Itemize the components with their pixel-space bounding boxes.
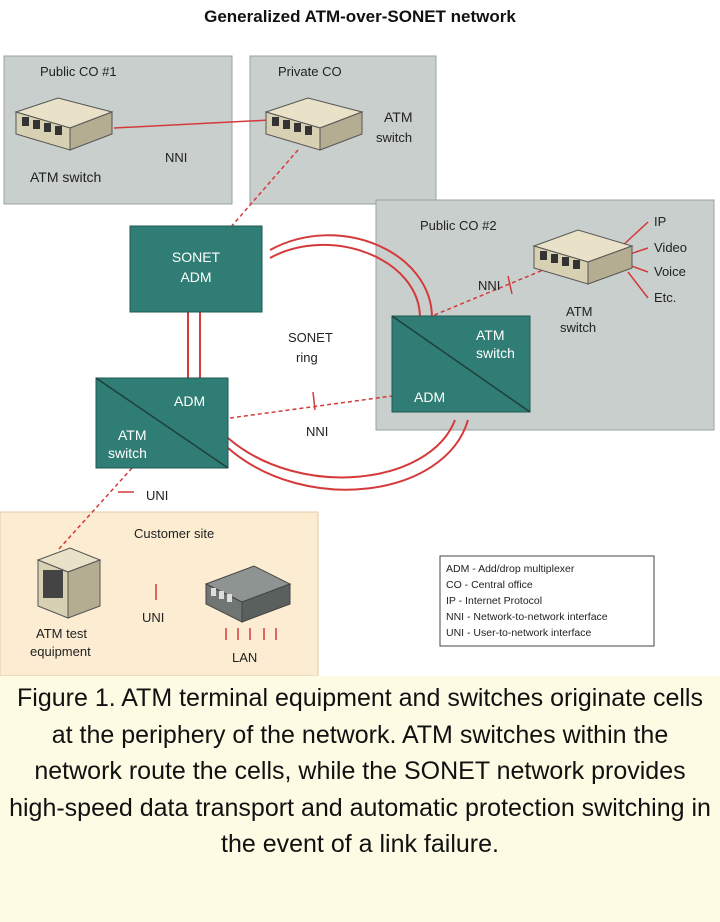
legend-item-uni: UNI - User-to-network interface [446, 627, 591, 639]
right-node-atm-label-2: switch [476, 345, 515, 361]
right-node-adm-label: ADM [414, 389, 445, 405]
lan-device [204, 565, 292, 623]
service-etc: Etc. [654, 290, 676, 305]
uni-site-label: UNI [142, 610, 164, 625]
left-adm-atm-node [95, 377, 229, 469]
legend-item-nni: NNI - Network-to-network interface [446, 611, 608, 623]
service-video: Video [654, 240, 687, 255]
atm-test-label-2: equipment [30, 644, 91, 659]
atm-co2-label-1: ATM [566, 304, 592, 319]
atm-switch-co2-device [532, 229, 634, 285]
atm-test-label-1: ATM test [36, 626, 87, 641]
sonet-ring-label-1: SONET [288, 330, 333, 345]
sonet-adm-label-1: SONET [172, 249, 221, 265]
atm-private-label-1: ATM [384, 109, 413, 125]
public-co1-label: Public CO #1 [40, 64, 117, 79]
legend-item-co: CO - Central office [446, 579, 533, 591]
customer-site-label: Customer site [134, 526, 214, 541]
figure-caption: Figure 1. ATM terminal equipment and swi… [0, 676, 720, 922]
private-co-label: Private CO [278, 64, 342, 79]
diagram-title: Generalized ATM-over-SONET network [204, 7, 516, 26]
atm-co2-label-2: switch [560, 320, 596, 335]
service-ip: IP [654, 214, 666, 229]
left-node-adm-label: ADM [174, 393, 205, 409]
atm-sonet-diagram: Generalized ATM-over-SONET network Publi… [0, 7, 715, 677]
uni-left-label: UNI [146, 488, 168, 503]
atm-switch-private-device [264, 97, 364, 151]
nni-co2-label: NNI [478, 278, 500, 293]
service-voice: Voice [654, 264, 686, 279]
sonet-adm-box [129, 225, 263, 313]
legend: ADM - Add/drop multiplexer CO - Central … [439, 555, 655, 647]
left-node-atm-label-2: switch [108, 445, 147, 461]
sonet-adm-label-2: ADM [180, 269, 211, 285]
legend-item-ip: IP - Internet Protocol [446, 595, 542, 607]
sonet-ring-label-2: ring [296, 350, 318, 365]
atm-switch-co1-label: ATM switch [30, 169, 101, 185]
atm-test-equipment-device [36, 547, 102, 619]
lan-connections [225, 628, 277, 640]
uni-left-link [57, 467, 133, 551]
private-to-sonet-link [229, 149, 299, 229]
legend-item-adm: ADM - Add/drop multiplexer [446, 563, 575, 575]
atm-switch-co1-device [14, 97, 114, 151]
nni-link-top [113, 119, 271, 129]
left-node-atm-label-1: ATM [118, 427, 147, 443]
right-node-atm-label-1: ATM [476, 327, 505, 343]
lan-label: LAN [232, 650, 257, 665]
atm-private-label-2: switch [376, 130, 412, 145]
nni-mid-label: NNI [306, 424, 328, 439]
public-co2-label: Public CO #2 [420, 218, 497, 233]
right-adm-atm-node [391, 315, 531, 413]
nni-mid-link [229, 395, 393, 419]
nni-top-label: NNI [165, 150, 187, 165]
sonet-ring [187, 234, 469, 491]
